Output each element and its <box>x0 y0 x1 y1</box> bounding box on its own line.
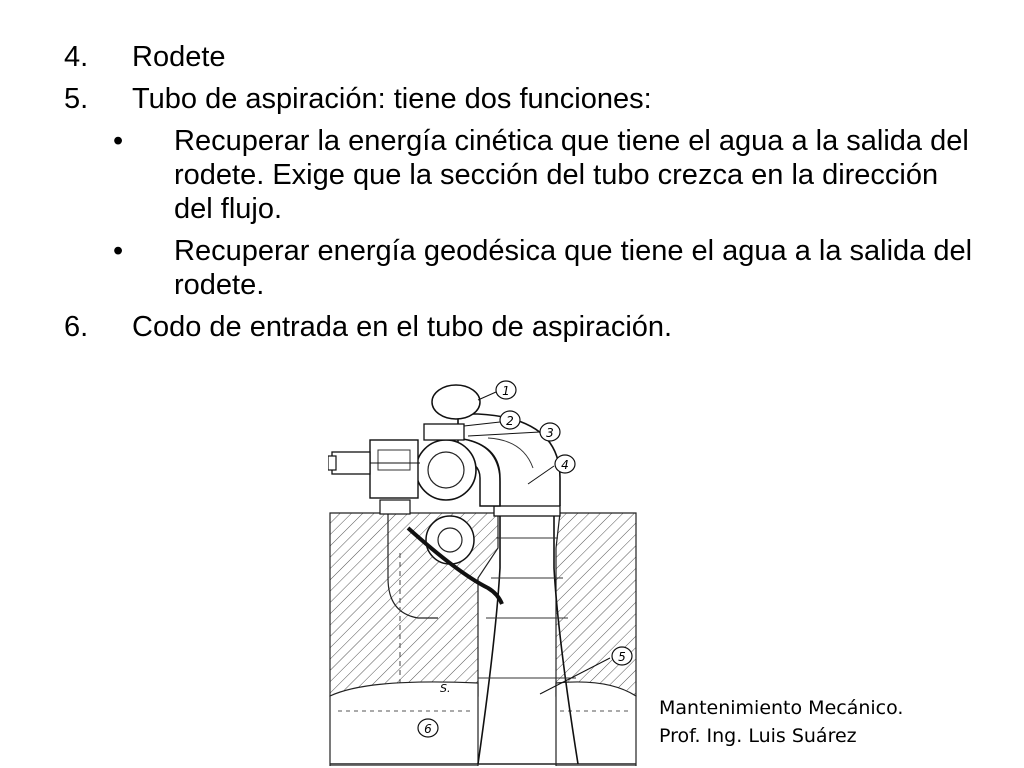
list-item-6: 6. Codo de entrada en el tubo de aspirac… <box>0 310 1024 344</box>
callout-2: 2 <box>463 410 521 430</box>
footer-credit: Mantenimiento Mecánico. Prof. Ing. Luis … <box>659 694 903 750</box>
callout-label: 6 <box>424 722 432 736</box>
list-number: 4. <box>64 41 89 73</box>
callout-label: 1 <box>502 384 510 398</box>
list-number: 5. <box>64 83 89 115</box>
callout-5: 5 <box>539 646 633 695</box>
bullet-marker: • <box>113 235 124 267</box>
list-item-4: 4. Rodete <box>0 40 1024 74</box>
bullet-text: Recuperar la energía cinética que tiene … <box>174 125 969 225</box>
bullet-marker: • <box>113 125 124 157</box>
bullet-item-1: • Recuperar la energía cinética que tien… <box>0 124 1024 226</box>
concrete-right <box>555 512 637 697</box>
footer-course: Mantenimiento Mecánico. <box>659 697 904 719</box>
footer-author: Prof. Ing. Luis Suárez <box>659 725 857 747</box>
list-item-text: Codo de entrada en el tubo de aspiración… <box>132 311 673 343</box>
bullet-text: Recuperar energía geodésica que tiene el… <box>174 235 973 301</box>
callout-label: 5 <box>618 650 626 664</box>
list-item-text: Rodete <box>132 41 226 73</box>
list-number: 6. <box>64 311 89 343</box>
callout-label: 2 <box>506 414 514 428</box>
penstock <box>431 384 481 420</box>
callout-6: 6 <box>417 718 439 738</box>
callout-label: 4 <box>561 458 569 472</box>
turbine-diagram: 1 2 3 4 5 6 S. <box>328 380 637 766</box>
bullet-item-2: • Recuperar energía geodésica que tiene … <box>0 234 1024 302</box>
content-list: 4. Rodete 5. Tubo de aspiración: tiene d… <box>0 40 1024 352</box>
callout-1: 1 <box>477 380 517 401</box>
list-item-5: 5. Tubo de aspiración: tiene dos funcion… <box>0 82 1024 116</box>
drain-pipe <box>406 526 504 605</box>
callout-label: 3 <box>546 426 554 440</box>
callout-3: 3 <box>467 422 561 442</box>
tailwater-basin <box>329 681 479 766</box>
list-item-text: Tubo de aspiración: tiene dos funciones: <box>132 83 652 115</box>
annotation-s: S. <box>440 682 450 695</box>
callout-4: 4 <box>527 454 576 485</box>
